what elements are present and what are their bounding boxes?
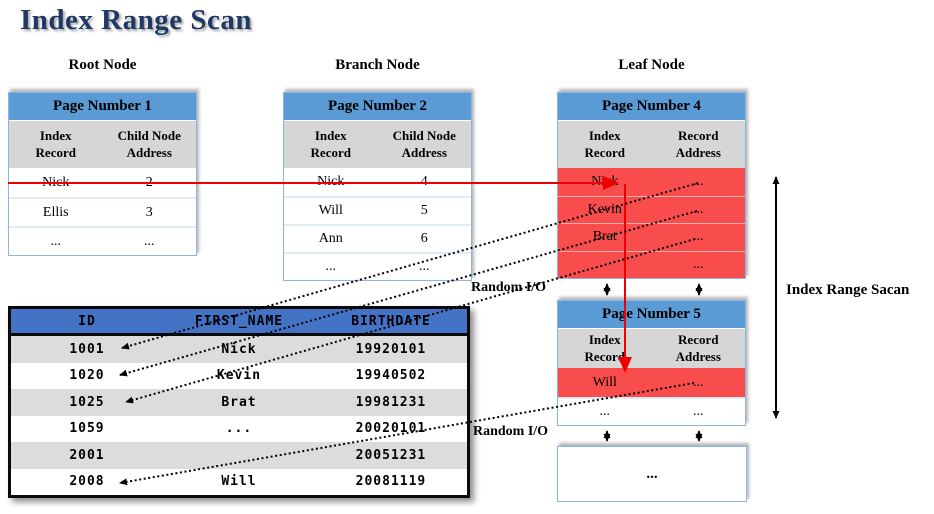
root-node-label: Root Node [68, 57, 137, 73]
child-node-address-column-header: Child Node Address [117, 128, 181, 160]
index-record-column-header: Index Record [35, 128, 76, 160]
index-record-cell: Ellis [42, 204, 69, 220]
birthdate-cell: 19920101 [355, 341, 427, 357]
table-row: ... ... [9, 226, 196, 255]
column-header-row: Index Record Child Node Address [284, 120, 471, 168]
table-row: Ellis 3 [9, 197, 196, 226]
first-name-cell: Nick [221, 341, 257, 357]
record-address-cell: ... [693, 256, 704, 272]
child-node-address-column-header: Child Node Address [392, 128, 456, 160]
highlighted-table-row: ... [558, 250, 745, 279]
first-name-cell [163, 442, 315, 469]
table-row: ... ... [558, 397, 745, 425]
record-address-cell: ... [693, 229, 704, 245]
column-header-row: Index Record Record Address [558, 328, 745, 368]
id-cell: 2001 [69, 447, 105, 463]
index-record-cell: Nick [591, 173, 619, 189]
overflow-page-box: ... [557, 446, 747, 502]
index-record-cell: Ann [318, 231, 343, 246]
first-name-cell: Will [221, 474, 257, 490]
table-row: Nick 2 [9, 168, 196, 197]
table-row: ... ... [284, 252, 471, 280]
child-address-cell: 6 [420, 231, 428, 246]
branch-node-table: Page Number 2 Index Record Child Node Ad… [283, 92, 472, 281]
birthdate-cell: 19981231 [355, 394, 427, 410]
record-address-cell: ... [693, 173, 704, 189]
leaf-node-table-page4: Page Number 4 Index Record Record Addres… [557, 92, 746, 279]
first-name-cell: Brat [221, 394, 257, 410]
first-name-cell: ... [225, 421, 253, 437]
child-address-cell: 3 [145, 204, 153, 220]
table-row: Nick 4 [284, 168, 471, 196]
id-cell: 2008 [69, 474, 105, 490]
page-number-header: Page Number 5 [558, 301, 745, 328]
record-address-cell: ... [693, 374, 704, 390]
id-column-header: ID [78, 313, 96, 329]
table-row: Ann 6 [284, 224, 471, 252]
record-address-cell: ... [693, 201, 704, 217]
index-record-cell: Will [318, 203, 343, 218]
leaf-node-label: Leaf Node [618, 57, 685, 73]
index-record-column-header: Index Record [584, 128, 625, 160]
table-row: 1020 Kevin 19940502 [11, 362, 467, 389]
birthdate-cell: 19940502 [355, 368, 427, 384]
leaf-node-table-page5: Page Number 5 Index Record Record Addres… [557, 300, 746, 426]
index-record-cell: ... [325, 259, 337, 274]
highlighted-table-row: Will ... [558, 368, 745, 397]
first-name-cell: Kevin [216, 368, 262, 384]
page-number-header: Page Number 2 [284, 93, 471, 120]
index-record-cell: Will [592, 374, 617, 390]
child-address-cell: 2 [145, 174, 153, 190]
index-record-cell: Brat [592, 229, 617, 245]
birthdate-cell: 20081119 [355, 474, 427, 490]
table-row: 1001 Nick 19920101 [11, 336, 467, 363]
table-row: 1059 ... 20020101 [11, 415, 467, 442]
index-record-cell: Nick [317, 174, 345, 189]
index-record-column-header: Index Record [584, 332, 625, 364]
record-address-column-header: Record Address [675, 332, 721, 364]
page-title: Index Range Scan [20, 4, 252, 36]
index-record-cell: ... [599, 404, 611, 419]
root-node-table: Page Number 1 Index Record Child Node Ad… [8, 92, 197, 256]
highlighted-table-row: Kevin ... [558, 195, 745, 223]
id-cell: 1059 [69, 421, 105, 437]
first-name-column-header: FIRST_NAME [194, 313, 284, 329]
birthdate-cell: 20020101 [355, 421, 427, 437]
child-address-cell: ... [144, 233, 155, 249]
id-cell: 1001 [69, 341, 105, 357]
index-range-scan-span-label: Index Range Sacan [786, 282, 910, 298]
highlighted-table-row: Brat ... [558, 223, 745, 251]
child-address-cell: ... [419, 259, 430, 274]
heap-data-table: ID FIRST_NAME BIRTHDATE 1001 Nick 199201… [8, 306, 470, 498]
id-cell: 1020 [69, 368, 105, 384]
index-record-column-header: Index Record [310, 128, 351, 160]
index-record-cell: ... [50, 233, 62, 249]
random-io-label-top: Random I/O [471, 280, 547, 295]
child-address-cell: 5 [420, 203, 428, 218]
column-header-row: Index Record Record Address [558, 120, 745, 168]
random-io-label-bottom: Random I/O [473, 424, 549, 439]
record-address-column-header: Record Address [675, 128, 721, 160]
birthdate-cell: 20051231 [355, 447, 427, 463]
child-address-cell: 4 [420, 174, 428, 189]
table-row: 2008 Will 20081119 [11, 468, 467, 495]
birthdate-column-header: BIRTHDATE [351, 313, 431, 329]
column-header-row: Index Record Child Node Address [9, 120, 196, 168]
table-row: 1025 Brat 19981231 [11, 389, 467, 416]
table-row: 2001 20051231 [11, 442, 467, 469]
page-number-header: Page Number 1 [9, 93, 196, 120]
id-cell: 1025 [69, 394, 105, 410]
data-table-header-row: ID FIRST_NAME BIRTHDATE [11, 309, 467, 336]
index-record-cell: Nick [42, 174, 70, 190]
page-number-header: Page Number 4 [558, 93, 745, 120]
index-record-cell [558, 252, 652, 279]
branch-node-label: Branch Node [335, 57, 420, 73]
table-row: Will 5 [284, 196, 471, 224]
highlighted-table-row: Nick ... [558, 168, 745, 196]
index-record-cell: Kevin [587, 201, 622, 217]
record-address-cell: ... [693, 404, 704, 419]
